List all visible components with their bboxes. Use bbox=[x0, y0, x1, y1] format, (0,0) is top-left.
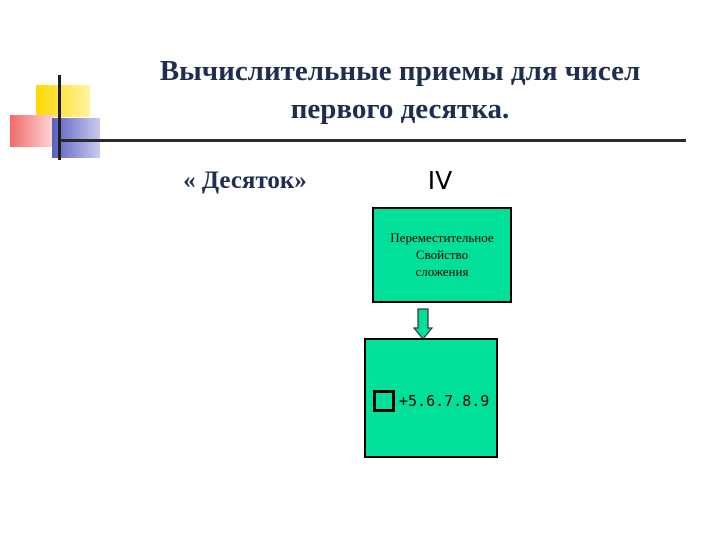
title-line-1: Вычислительные приемы для чисел bbox=[159, 55, 641, 87]
yellow-block bbox=[36, 85, 90, 117]
property-line-3: сложения bbox=[415, 264, 469, 279]
property-box: Переместительное Свойство сложения bbox=[372, 207, 512, 303]
slide-title: Вычислительные приемы для чисел первого … bbox=[110, 52, 690, 128]
empty-square-icon bbox=[373, 390, 395, 412]
section-number: IV bbox=[427, 166, 453, 195]
example-expression: +5.6.7.8.9 bbox=[399, 392, 490, 410]
subtitle: « Десяток» bbox=[183, 167, 307, 194]
red-block bbox=[10, 115, 54, 147]
title-divider bbox=[60, 139, 686, 142]
arrow-down-icon bbox=[413, 308, 433, 340]
property-box-text: Переместительное Свойство сложения bbox=[374, 229, 510, 280]
colored-blocks-decoration bbox=[10, 75, 100, 160]
vertical-bar bbox=[58, 75, 61, 160]
example-box: +5.6.7.8.9 bbox=[364, 338, 498, 458]
property-line-2: Свойство bbox=[415, 247, 469, 262]
property-line-1: Переместительное bbox=[390, 230, 494, 245]
title-line-2: первого десятка. bbox=[290, 93, 510, 125]
